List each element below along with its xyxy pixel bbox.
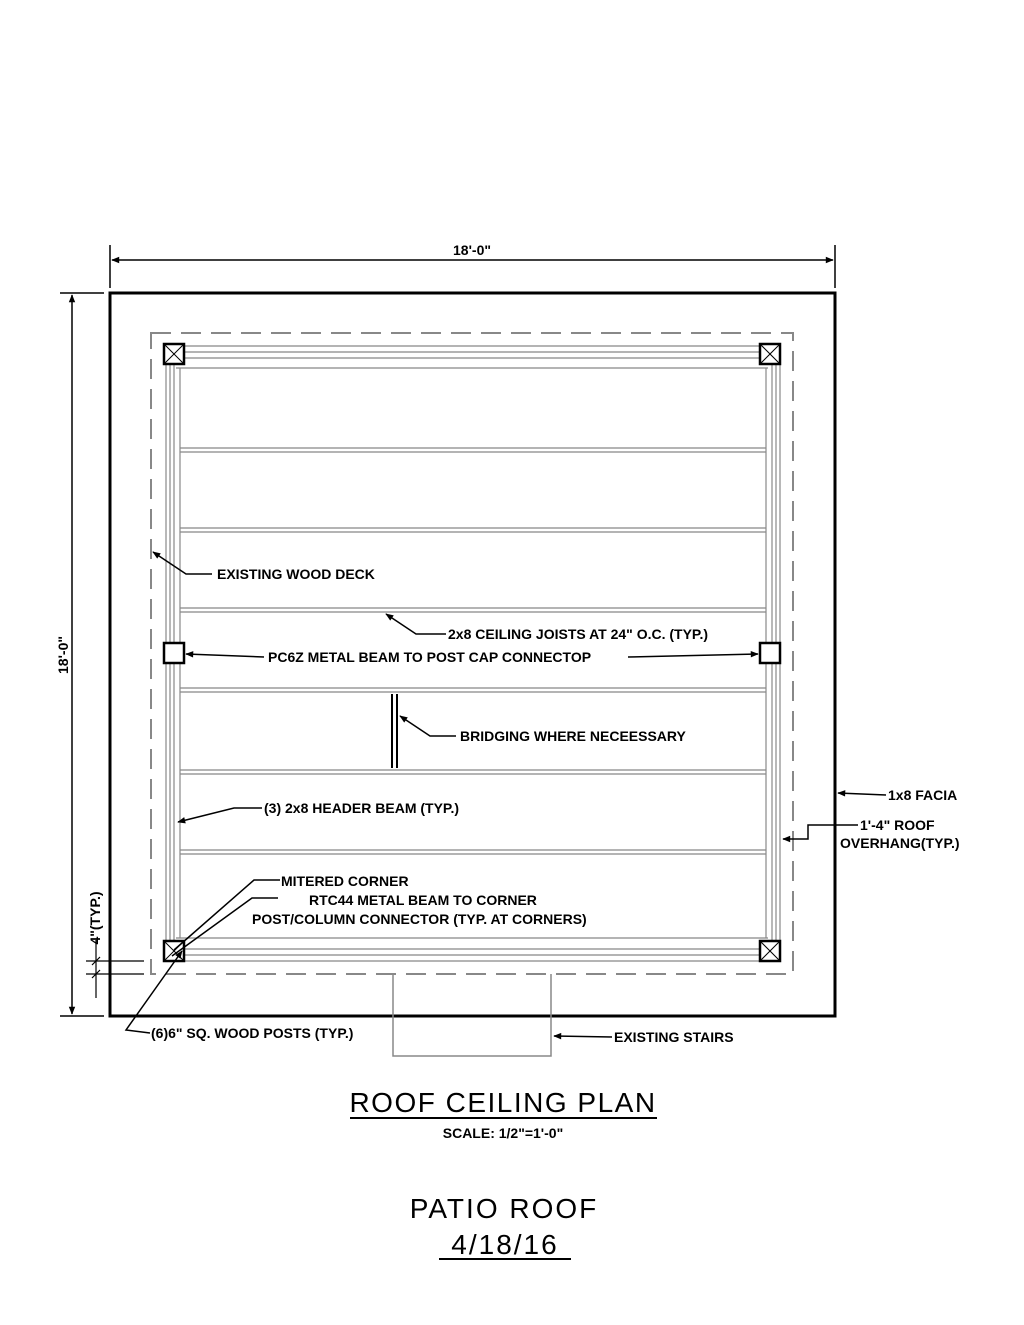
stairs-label: EXISTING STAIRS [614,1029,734,1045]
scale-text: SCALE: 1/2"=1'-0" [443,1125,563,1141]
existing-stairs [392,974,552,1057]
plan-title: ROOF CEILING PLAN [349,1087,656,1118]
leaders [124,551,887,1040]
overhang-label-line1: 1'-4" ROOF [860,817,935,833]
ceiling-joists [180,447,766,855]
post-offset-text: 4"(TYP.) [87,891,103,944]
height-dimension-text: 18'-0" [55,636,71,674]
corner-connector-label-line2: POST/COLUMN CONNECTOR (TYP. AT CORNERS) [252,911,587,927]
post [162,641,186,665]
beam-connector-label: PC6Z METAL BEAM TO POST CAP CONNECTOP [268,649,591,665]
facia-label: 1x8 FACIA [888,787,957,803]
overhang-label-line2: OVERHANG(TYP.) [840,835,960,851]
posts-label: (6)6" SQ. WOOD POSTS (TYP.) [151,1025,353,1041]
date-text: 4/18/16 [451,1229,558,1260]
corner-connector-label-line1: RTC44 METAL BEAM TO CORNER [309,892,537,908]
width-dimension-text: 18'-0" [453,242,491,258]
existing-deck-label: EXISTING WOOD DECK [217,566,375,582]
bridging-label: BRIDGING WHERE NECEESSARY [460,728,687,744]
post-offset-dimension [86,940,144,998]
joists-label: 2x8 CEILING JOISTS AT 24" O.C. (TYP.) [448,626,708,642]
roof-outline [108,291,837,1018]
bridging [391,694,398,768]
mitered-corner-label: MITERED CORNER [281,873,409,889]
existing-deck-outline [150,332,794,975]
header-beam-label: (3) 2x8 HEADER BEAM (TYP.) [264,800,459,816]
width-dimension [109,245,836,288]
post [758,641,782,665]
project-title: PATIO ROOF [410,1193,599,1224]
height-dimension [60,292,104,1017]
